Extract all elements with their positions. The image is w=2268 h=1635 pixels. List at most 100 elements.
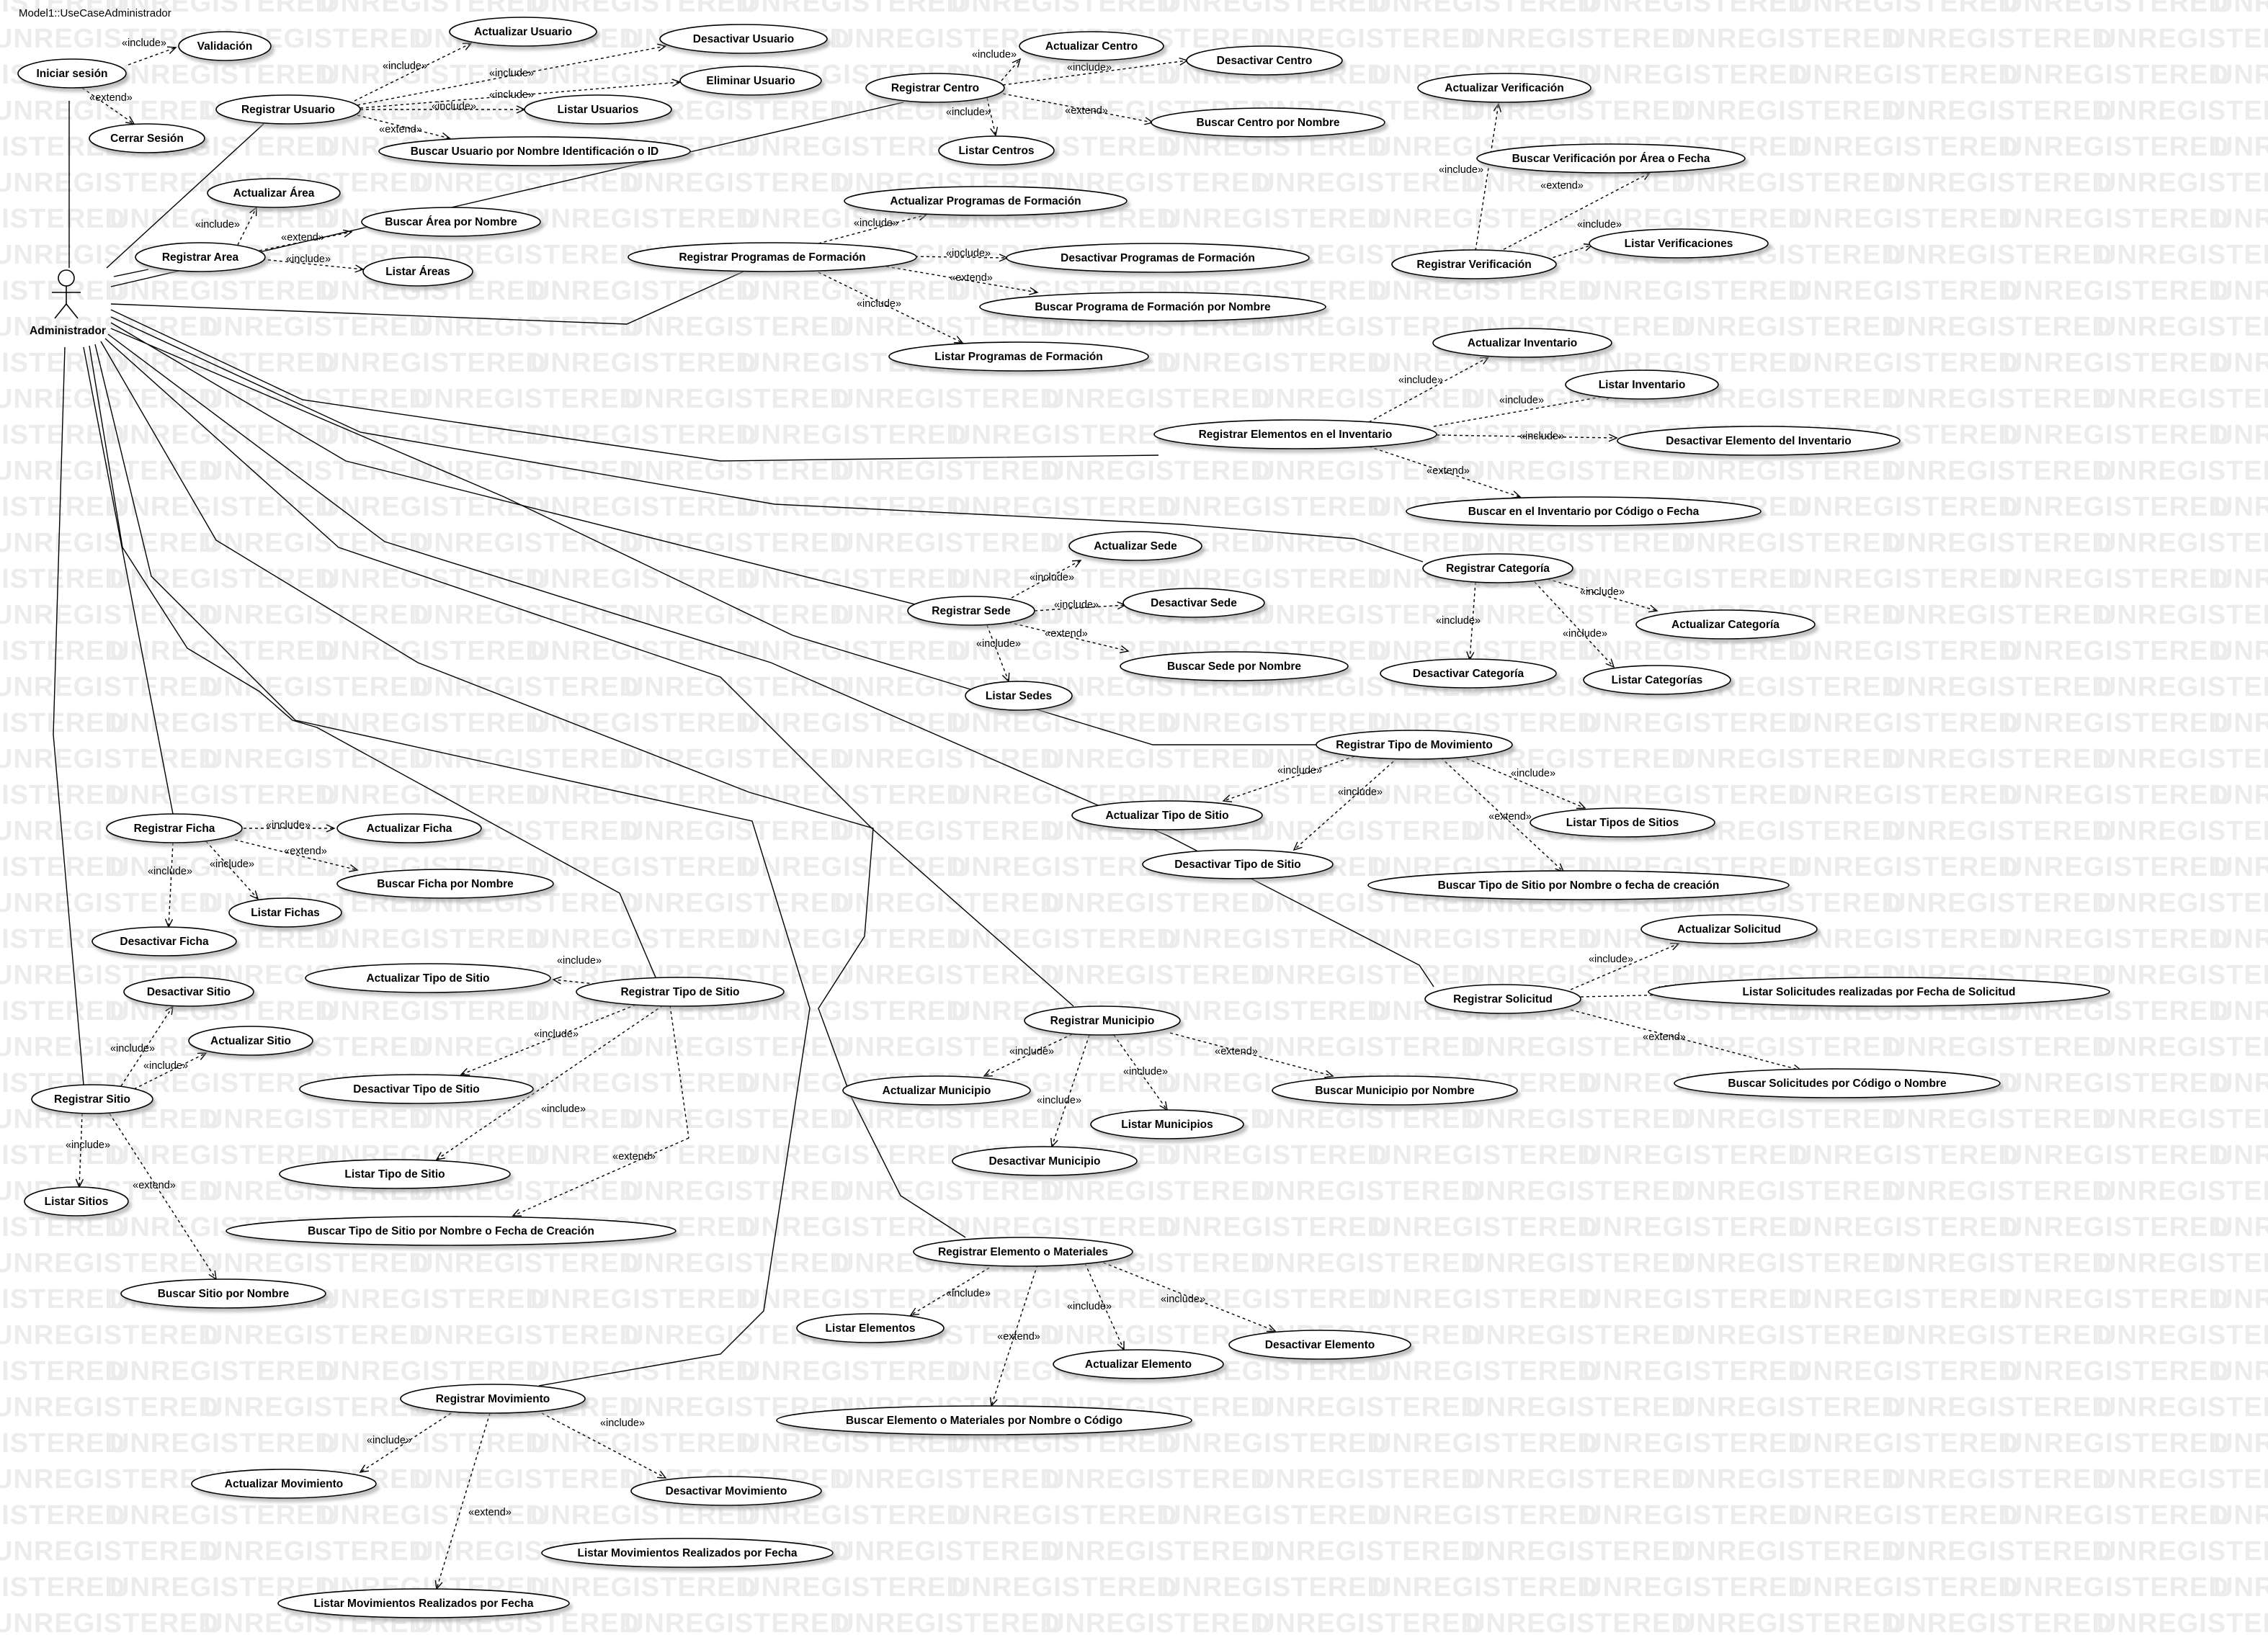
- usecase-buscar-tipo-sitio[interactable]: Buscar Tipo de Sitio por Nombre o Fecha …: [226, 1216, 677, 1246]
- usecase-actualizar-ficha[interactable]: Actualizar Ficha: [336, 813, 482, 843]
- usecase-buscar-tipo-sitio-fecha[interactable]: Buscar Tipo de Sitio por Nombre o fecha …: [1367, 870, 1790, 900]
- usecase-actualizar-verificacion[interactable]: Actualizar Verificación: [1417, 73, 1591, 103]
- usecase-listar-verificaciones[interactable]: Listar Verificaciones: [1589, 228, 1769, 259]
- usecase-listar-categorias[interactable]: Listar Categorías: [1583, 665, 1731, 695]
- usecase-desactivar-sede[interactable]: Desactivar Sede: [1122, 588, 1265, 618]
- usecase-buscar-area[interactable]: Buscar Área por Nombre: [361, 207, 541, 237]
- usecase-actualizar-usuario[interactable]: Actualizar Usuario: [449, 17, 597, 47]
- usecase-listar-tipo-sitio[interactable]: Listar Tipo de Sitio: [279, 1159, 511, 1189]
- usecase-buscar-centro[interactable]: Buscar Centro por Nombre: [1151, 107, 1385, 138]
- watermark-text: UNREGISTERED: [1045, 1464, 1271, 1495]
- usecase-registrar-programas[interactable]: Registrar Programas de Formación: [628, 242, 917, 272]
- extend-dependency: [1580, 987, 1795, 998]
- usecase-listar-usuarios[interactable]: Listar Usuarios: [524, 94, 672, 125]
- usecase-actualizar-municipio[interactable]: Actualizar Municipio: [842, 1075, 1031, 1106]
- usecase-ellipse: [449, 17, 597, 47]
- usecase-registrar-tipo-mov[interactable]: Registrar Tipo de Movimiento: [1316, 730, 1513, 760]
- usecase-label: Registrar Programas de Formación: [679, 251, 865, 264]
- include-dependency: [1466, 581, 1476, 661]
- watermark-text: UNREGISTERED: [2213, 996, 2268, 1026]
- usecase-actualizar-solicitud[interactable]: Actualizar Solicitud: [1640, 914, 1818, 944]
- include-dependency: [541, 1412, 667, 1479]
- usecase-listar-solicitudes[interactable]: Listar Solicitudes realizadas por Fecha …: [1648, 977, 2110, 1007]
- usecase-actualizar-centro[interactable]: Actualizar Centro: [1019, 31, 1164, 61]
- usecase-desactivar-tipo-sitio-mov[interactable]: Desactivar Tipo de Sitio: [1142, 849, 1334, 879]
- usecase-listar-sedes[interactable]: Listar Sedes: [965, 681, 1073, 711]
- usecase-desactivar-tipo-sitio[interactable]: Desactivar Tipo de Sitio: [299, 1074, 534, 1104]
- usecase-listar-inventario[interactable]: Listar Inventario: [1565, 369, 1719, 400]
- extend-dependency: [1368, 446, 1522, 498]
- usecase-desactivar-categoria[interactable]: Desactivar Categoría: [1380, 658, 1557, 689]
- administrador-actor[interactable]: Administrador: [30, 269, 106, 337]
- watermark-text: UNREGISTERED: [1886, 312, 2112, 342]
- usecase-actualizar-programas[interactable]: Actualizar Programas de Formación: [844, 186, 1128, 216]
- usecase-registrar-elemento[interactable]: Registrar Elemento o Materiales: [913, 1237, 1133, 1267]
- usecase-cerrar-sesion[interactable]: Cerrar Sesión: [89, 123, 205, 153]
- include-dependency: [1050, 1034, 1090, 1148]
- usecase-label: Actualizar Elemento: [1085, 1358, 1192, 1371]
- usecase-actualizar-inventario[interactable]: Actualizar Inventario: [1432, 328, 1612, 358]
- usecase-desactivar-sitio[interactable]: Desactivar Sitio: [123, 977, 254, 1007]
- usecase-registrar-verificacion[interactable]: Registrar Verificación: [1391, 249, 1557, 279]
- usecase-listar-mov-fecha-b[interactable]: Listar Movimientos Realizados por Fecha: [277, 1588, 570, 1618]
- usecase-registrar-ficha[interactable]: Registrar Ficha: [106, 813, 243, 843]
- usecase-registrar-municipio[interactable]: Registrar Municipio: [1024, 1005, 1181, 1036]
- usecase-desactivar-usuario[interactable]: Desactivar Usuario: [659, 24, 828, 54]
- usecase-buscar-ficha[interactable]: Buscar Ficha por Nombre: [336, 869, 554, 899]
- usecase-listar-programas[interactable]: Listar Programas de Formación: [888, 341, 1149, 372]
- usecase-buscar-elemento[interactable]: Buscar Elemento o Materiales por Nombre …: [776, 1405, 1192, 1435]
- usecase-actualizar-elemento[interactable]: Actualizar Elemento: [1053, 1349, 1224, 1379]
- extend-dependency: [259, 229, 353, 251]
- usecase-registrar-centro[interactable]: Registrar Centro: [865, 73, 1005, 103]
- usecase-listar-fichas[interactable]: Listar Fichas: [228, 897, 342, 928]
- usecase-actualizar-movimiento[interactable]: Actualizar Movimiento: [191, 1469, 377, 1499]
- usecase-registrar-sitio[interactable]: Registrar Sitio: [31, 1084, 153, 1114]
- usecase-desactivar-programas[interactable]: Desactivar Programas de Formación: [1006, 243, 1310, 273]
- usecase-buscar-verificacion[interactable]: Buscar Verificación por Área o Fecha: [1476, 143, 1746, 174]
- include-label: «include»: [432, 101, 476, 112]
- usecase-registrar-categoria[interactable]: Registrar Categoría: [1422, 553, 1573, 583]
- usecase-listar-sitios[interactable]: Listar Sitios: [24, 1186, 129, 1217]
- usecase-actualizar-tipo-sitio-mov[interactable]: Actualizar Tipo de Sitio: [1071, 800, 1263, 830]
- usecase-listar-centros[interactable]: Listar Centros: [938, 135, 1055, 166]
- usecase-eliminar-usuario[interactable]: Eliminar Usuario: [679, 66, 822, 96]
- usecase-buscar-usuario[interactable]: Buscar Usuario por Nombre Identificación…: [378, 136, 691, 166]
- usecase-buscar-municipio[interactable]: Buscar Municipio por Nombre: [1272, 1075, 1518, 1106]
- usecase-desactivar-municipio[interactable]: Desactivar Municipio: [952, 1146, 1138, 1176]
- usecase-validacion[interactable]: Validación: [178, 31, 272, 61]
- watermark-text: UNREGISTERED: [2003, 1356, 2229, 1387]
- usecase-registrar-area[interactable]: Registrar Area: [135, 242, 266, 272]
- usecase-listar-municipios[interactable]: Listar Municipios: [1090, 1109, 1244, 1139]
- usecase-buscar-sitio[interactable]: Buscar Sitio por Nombre: [120, 1278, 326, 1309]
- usecase-buscar-programa[interactable]: Buscar Programa de Formación por Nombre: [979, 292, 1326, 322]
- usecase-desactivar-movimiento[interactable]: Desactivar Movimiento: [630, 1476, 822, 1506]
- usecase-actualizar-sitio[interactable]: Actualizar Sitio: [188, 1026, 313, 1056]
- watermark-text: UNREGISTERED: [2003, 60, 2229, 90]
- watermark-text: UNREGISTERED: [2003, 492, 2229, 522]
- usecase-listar-tipos-sitios[interactable]: Listar Tipos de Sitios: [1530, 807, 1715, 838]
- usecase-actualizar-sede[interactable]: Actualizar Sede: [1068, 531, 1202, 561]
- usecase-desactivar-elemento[interactable]: Desactivar Elemento: [1228, 1330, 1411, 1360]
- usecase-buscar-sede[interactable]: Buscar Sede por Nombre: [1120, 651, 1349, 681]
- usecase-registrar-inventario[interactable]: Registrar Elementos en el Inventario: [1153, 419, 1437, 449]
- usecase-registrar-movimiento[interactable]: Registrar Movimiento: [400, 1384, 586, 1414]
- usecase-registrar-tipo-sitio[interactable]: Registrar Tipo de Sitio: [576, 977, 785, 1007]
- usecase-listar-mov-fecha-a[interactable]: Listar Movimientos Realizados por Fecha: [541, 1538, 834, 1568]
- usecase-registrar-sede[interactable]: Registrar Sede: [907, 596, 1035, 626]
- usecase-registrar-usuario[interactable]: Registrar Usuario: [215, 94, 361, 125]
- usecase-desactivar-inventario[interactable]: Desactivar Elemento del Inventario: [1617, 426, 1901, 456]
- usecase-actualizar-categoria[interactable]: Actualizar Categoría: [1635, 609, 1816, 640]
- usecase-desactivar-ficha[interactable]: Desactivar Ficha: [91, 926, 237, 957]
- usecase-iniciar-sesion[interactable]: Iniciar sesión: [17, 58, 127, 89]
- usecase-desactivar-centro[interactable]: Desactivar Centro: [1186, 45, 1343, 76]
- include-dependency: [128, 46, 177, 66]
- usecase-actualizar-tipo-sitio[interactable]: Actualizar Tipo de Sitio: [305, 963, 551, 993]
- usecase-buscar-inventario[interactable]: Buscar en el Inventario por Código o Fec…: [1406, 496, 1762, 527]
- usecase-listar-elementos[interactable]: Listar Elementos: [796, 1313, 945, 1343]
- usecase-listar-areas[interactable]: Listar Áreas: [362, 256, 473, 287]
- usecase-buscar-solicitudes[interactable]: Buscar Solicitudes por Código o Nombre: [1674, 1068, 2001, 1098]
- usecase-registrar-solicitud[interactable]: Registrar Solicitud: [1424, 984, 1581, 1014]
- usecase-actualizar-area[interactable]: Actualizar Área: [207, 178, 341, 208]
- watermark-text: UNREGISTERED: [1792, 1356, 2019, 1387]
- extend-label: «extend»: [1427, 465, 1470, 477]
